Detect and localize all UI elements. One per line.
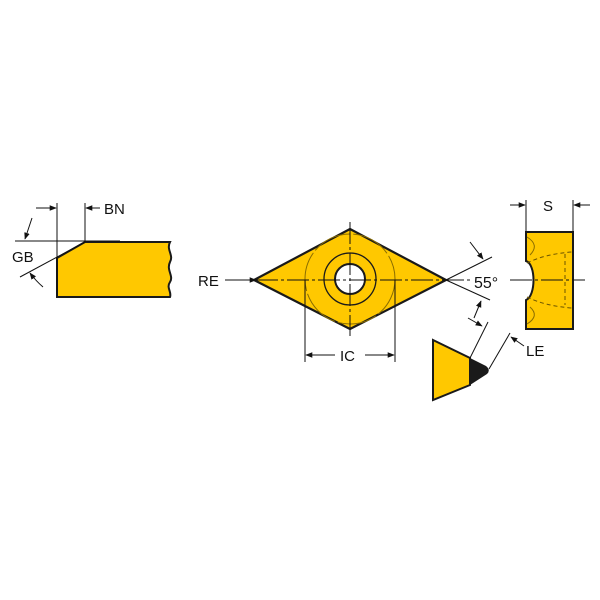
hole-hidden-line xyxy=(526,251,573,309)
angle-arrow-upper xyxy=(469,241,484,260)
insert-top-view: RE IC 55° xyxy=(198,222,498,365)
le-insert-section xyxy=(432,338,471,402)
le-arrow-right xyxy=(510,336,525,347)
re-label: RE xyxy=(198,273,219,290)
gb-arrow-top xyxy=(24,217,33,240)
gb-arrow-bottom xyxy=(29,272,44,288)
s-label: S xyxy=(543,198,553,215)
le-extension-right xyxy=(488,332,511,370)
chipbreaker-top xyxy=(526,236,535,256)
bn-label: BN xyxy=(104,201,125,218)
chipbreaker-bottom xyxy=(526,306,535,325)
angle-line-lower xyxy=(445,279,491,301)
le-label: LE xyxy=(526,343,544,360)
gb-label: GB xyxy=(12,249,34,266)
gb-angle-line xyxy=(19,241,86,278)
le-edge-land xyxy=(470,358,489,385)
le-extension-left xyxy=(469,321,489,359)
le-detail-view: LE xyxy=(432,317,544,402)
insert-edge-section xyxy=(56,241,173,298)
angle-label: 55° xyxy=(474,275,498,292)
angle-line-upper xyxy=(445,256,493,281)
ic-label: IC xyxy=(340,348,355,365)
insert-side-view: S xyxy=(510,198,590,330)
edge-prep-view: GB BN xyxy=(12,201,173,298)
le-arrow-left xyxy=(467,317,483,327)
angle-arrow-lower xyxy=(473,300,482,319)
